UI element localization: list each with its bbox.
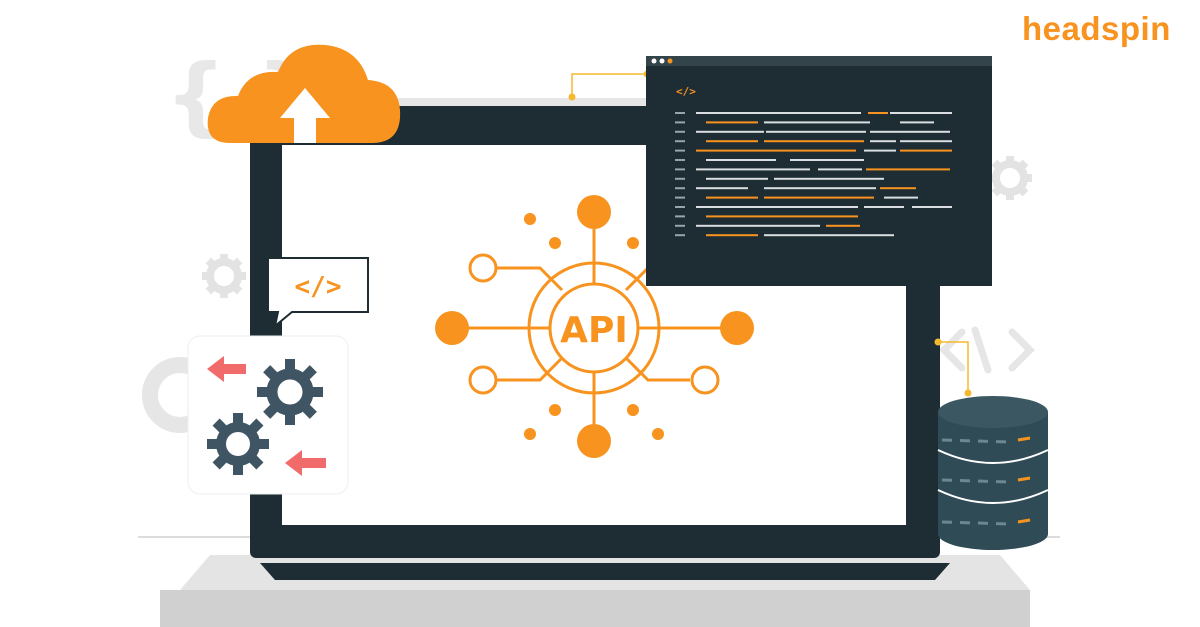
code-line-segment [706,159,776,161]
code-line-segment [764,234,894,237]
code-line-segment [706,121,758,124]
code-line-segment [870,140,896,143]
code-line-segment [818,168,862,171]
code-line-segment [696,224,820,227]
code-line-segment [696,112,861,114]
code-line-number [675,206,685,208]
editor-tag-icon: </> [676,85,696,98]
code-line-segment [764,187,876,190]
code-line-segment [912,206,952,208]
code-line-segment [870,130,950,133]
code-line-number [675,112,685,114]
code-line-segment [706,215,858,218]
code-line-segment [868,112,888,114]
code-line-segment [706,140,758,143]
code-line-segment [696,149,856,152]
code-line-number [675,177,685,180]
connector-lines [571,73,969,393]
code-line-number [675,224,685,227]
code-line-segment [766,130,866,133]
code-line-segment [696,206,858,208]
code-line-segment [706,177,768,180]
api-network-diagram [455,222,735,434]
api-network-nodes [435,195,754,458]
code-line-segment [696,168,810,171]
code-line-number [675,187,685,190]
code-line-segment [900,121,934,124]
code-line-segment [880,187,916,190]
code-line-number [675,121,685,124]
background-code-icon [939,326,1035,374]
code-line-segment [826,224,860,227]
code-line-segment [774,177,884,180]
database-stack-icon [937,396,1049,550]
code-line-segment [696,187,748,190]
code-line-segment [900,140,952,143]
code-line-segment [706,234,758,237]
code-line-segment [890,112,952,114]
cloud-upload-icon [207,44,401,143]
bubble-code-icon: </> [295,272,342,302]
code-line-segment [696,130,764,133]
code-line-number [675,149,685,152]
code-line-segment [764,140,864,143]
api-hub-label: API [560,310,628,351]
code-line-number [675,168,685,171]
code-line-number [675,159,685,161]
headspin-logo: headspin [1022,10,1171,47]
code-line-segment [706,196,758,199]
code-line-segment [764,121,870,124]
code-line-number [675,130,685,133]
code-line-number [675,140,685,143]
code-line-segment [866,168,950,171]
background-gear-icon [202,254,246,298]
laptop-base [160,555,1030,627]
code-lines [675,112,952,237]
code-line-segment [864,149,896,152]
code-line-number [675,234,685,237]
code-line-segment [764,196,874,199]
code-line-segment [900,149,952,152]
code-line-number [675,196,685,199]
red-arrow-icon [207,356,326,476]
gears-settings-card [187,335,349,495]
code-line-segment [864,206,904,208]
background-gear-right-icon [988,156,1032,200]
code-line-number [675,215,685,218]
code-speech-bubble: </> [267,257,369,329]
code-editor-window: </> [646,56,992,286]
code-line-segment [790,159,864,161]
code-line-segment [884,196,918,199]
